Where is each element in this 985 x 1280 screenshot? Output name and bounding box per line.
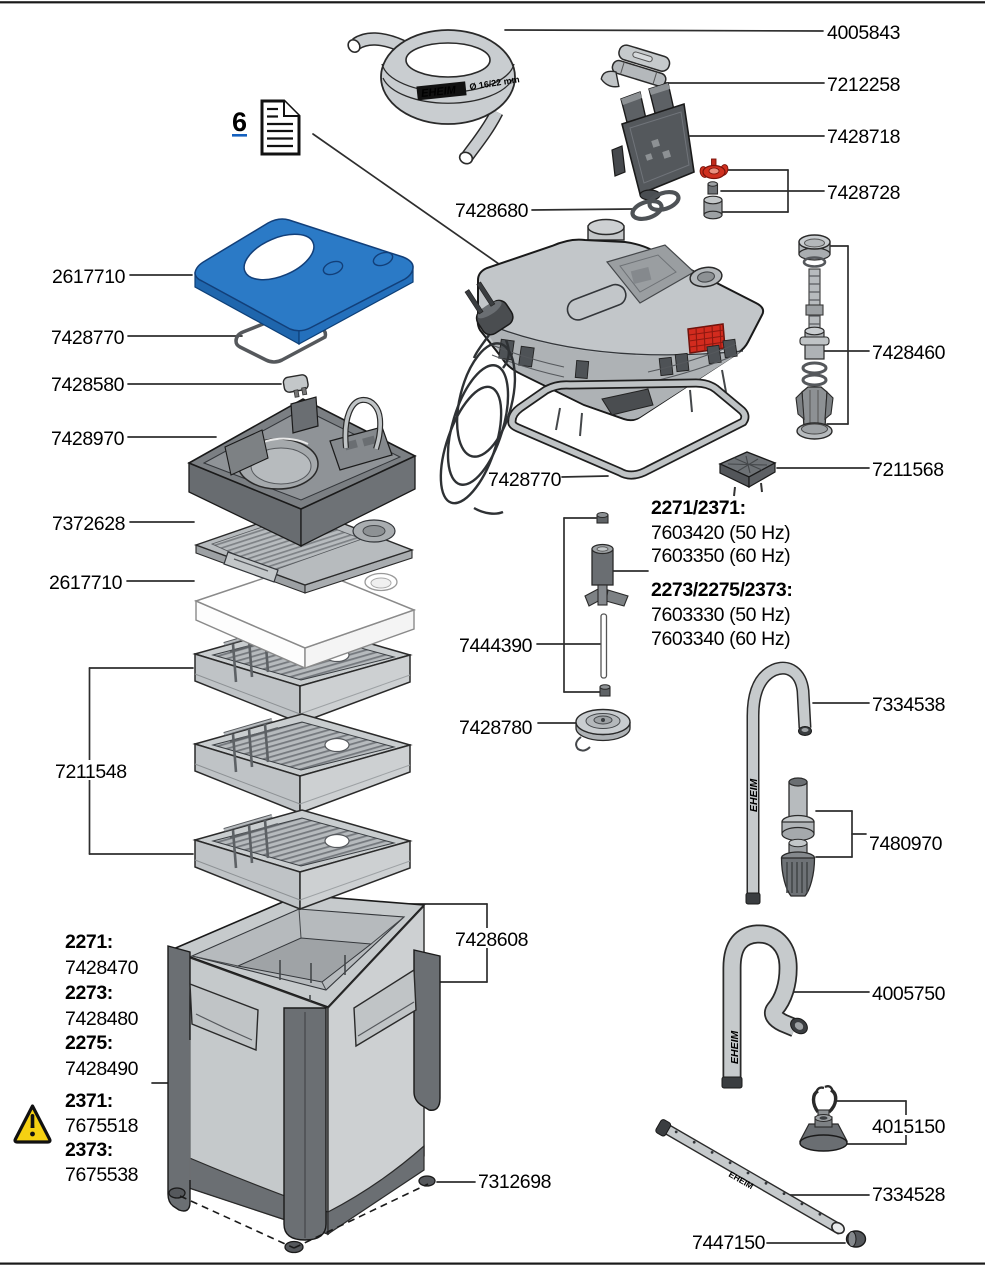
- svg-text:7428728: 7428728: [827, 182, 900, 204]
- svg-text:EHEIM: EHEIM: [421, 84, 458, 100]
- svg-text:7428480: 7428480: [65, 1008, 139, 1030]
- svg-text:7428608: 7428608: [455, 929, 528, 951]
- svg-text:7444390: 7444390: [459, 635, 533, 657]
- svg-text:7428460: 7428460: [872, 342, 946, 364]
- svg-text:7428718: 7428718: [827, 126, 900, 148]
- svg-text:2371:: 2371:: [65, 1090, 113, 1112]
- svg-text:7675518: 7675518: [65, 1115, 138, 1137]
- svg-text:7428770: 7428770: [488, 469, 562, 491]
- svg-text:2273/2275/2373:: 2273/2275/2373:: [651, 579, 792, 601]
- svg-text:4005843: 4005843: [827, 22, 900, 44]
- svg-text:2275:: 2275:: [65, 1032, 113, 1054]
- svg-text:2273:: 2273:: [65, 982, 113, 1004]
- svg-text:7675538: 7675538: [65, 1164, 138, 1186]
- svg-text:7212258: 7212258: [827, 74, 900, 96]
- svg-text:7603340 (60 Hz): 7603340 (60 Hz): [651, 628, 790, 650]
- svg-text:2373:: 2373:: [65, 1139, 113, 1161]
- svg-text:7428780: 7428780: [459, 717, 533, 739]
- svg-text:7428490: 7428490: [65, 1058, 139, 1080]
- svg-text:7211548: 7211548: [55, 761, 127, 783]
- svg-text:7480970: 7480970: [869, 833, 943, 855]
- svg-text:7428580: 7428580: [51, 374, 125, 396]
- svg-text:7603330 (50 Hz): 7603330 (50 Hz): [651, 604, 790, 626]
- svg-text:7447150: 7447150: [692, 1232, 766, 1254]
- svg-text:7428770: 7428770: [51, 327, 125, 349]
- svg-text:7603420 (50 Hz): 7603420 (50 Hz): [651, 522, 790, 544]
- svg-text:2617710: 2617710: [52, 266, 126, 288]
- svg-text:2271:: 2271:: [65, 931, 113, 953]
- svg-text:EHEIM: EHEIM: [748, 778, 760, 812]
- svg-text:4015150: 4015150: [872, 1116, 946, 1138]
- svg-text:7603350 (60 Hz): 7603350 (60 Hz): [651, 545, 790, 567]
- svg-text:7428970: 7428970: [51, 428, 125, 450]
- svg-text:2271/2371:: 2271/2371:: [651, 497, 746, 519]
- svg-text:7334528: 7334528: [872, 1184, 945, 1206]
- svg-text:EHEIM: EHEIM: [729, 1030, 741, 1064]
- svg-text:7312698: 7312698: [478, 1171, 551, 1193]
- svg-text:6: 6: [232, 107, 247, 137]
- svg-text:7372628: 7372628: [52, 513, 125, 535]
- svg-text:7211568: 7211568: [872, 459, 944, 481]
- svg-text:7334538: 7334538: [872, 694, 945, 716]
- svg-text:7428470: 7428470: [65, 957, 139, 979]
- svg-text:7428680: 7428680: [455, 200, 529, 222]
- svg-text:4005750: 4005750: [872, 983, 946, 1005]
- svg-text:2617710: 2617710: [49, 572, 123, 594]
